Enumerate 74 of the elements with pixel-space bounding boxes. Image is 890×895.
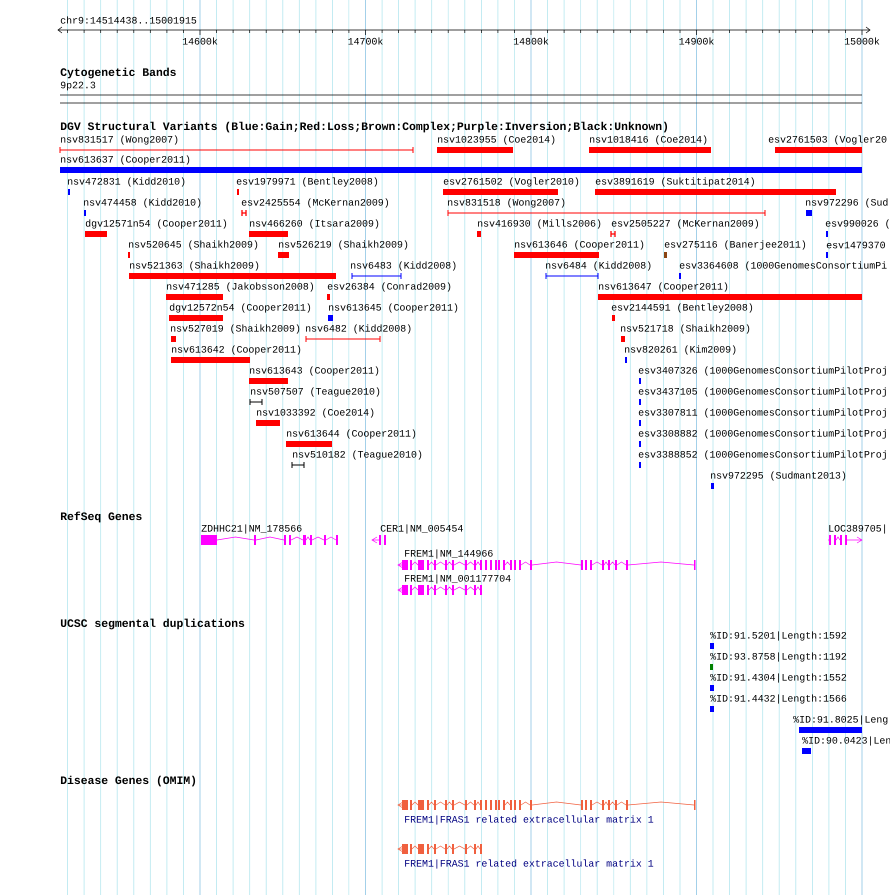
feature-label: nsv613646 (Cooper2011) bbox=[515, 240, 644, 250]
feature-label: esv3407326 (1000GenomesConsortiumPilotProj bbox=[638, 366, 886, 376]
feature-label: esv2761503 (Vogler20 bbox=[768, 135, 886, 145]
feature-label: nsv521718 (Shaikh2009) bbox=[621, 324, 750, 334]
feature-label: esv3307811 (1000GenomesConsortiumPilotProj bbox=[638, 408, 886, 418]
track-title: Disease Genes (OMIM) bbox=[60, 776, 196, 786]
feature-label: esv2425554 (McKernan2009) bbox=[242, 198, 388, 208]
track-title: Cytogenetic Bands bbox=[60, 68, 176, 78]
feature-label: nsv527019 (Shaikh2009) bbox=[171, 324, 300, 334]
feature-label: nsv526219 (Shaikh2009) bbox=[279, 240, 408, 250]
feature-label: esv2505227 (McKernan2009) bbox=[612, 219, 758, 229]
feature-label: nsv472831 (Kidd2010) bbox=[68, 177, 184, 187]
feature-label: %ID:91.4432|Length:1566 bbox=[710, 694, 846, 704]
feature-label: nsv521363 (Shaikh2009) bbox=[130, 261, 258, 271]
feature-label: nsv1033392 (Coe2014) bbox=[257, 408, 374, 418]
feature-label: %ID:93.8758|Length:1192 bbox=[710, 652, 846, 662]
position-label: 9p22.3 bbox=[60, 82, 96, 90]
track-title: UCSC segmental duplications bbox=[60, 618, 244, 630]
disease-gene-label: FREM1|FRAS1 related extracellular matrix 1 bbox=[405, 815, 654, 825]
feature-label: nsv507507 (Teague2010) bbox=[251, 387, 380, 397]
feature-label: nsv613647 (Cooper2011) bbox=[599, 282, 728, 292]
feature-label: nsv474458 (Kidd2010) bbox=[84, 198, 200, 208]
feature-label: nsv466260 (Itsara2009) bbox=[250, 219, 378, 229]
feature-label: nsv613642 (Cooper2011) bbox=[172, 345, 300, 355]
feature-label: dgv12571n54 (Cooper2011) bbox=[86, 219, 226, 229]
track-title: DGV Structural Variants (Blue:Gain;Red:Loss;Brown:Complex;Purple:Inversion;Black:Unknown) bbox=[60, 122, 668, 132]
gene-label: FREM1|NM_144966 bbox=[405, 549, 493, 559]
feature-label: nsv416930 (Mills2006) bbox=[478, 219, 600, 229]
feature-label: nsv520645 (Shaikh2009) bbox=[129, 240, 258, 250]
feature-label: esv3891619 (Suktitipat2014) bbox=[596, 177, 754, 187]
tick-label: 14900k bbox=[679, 37, 714, 45]
disease-gene-label: FREM1|FRAS1 related extracellular matrix 1 bbox=[405, 859, 654, 869]
feature-label: esv2761502 (Vogler2010) bbox=[444, 177, 578, 187]
tick-label: 14700k bbox=[348, 37, 383, 45]
feature-label: esv3364608 (1000GenomesConsortiumPi bbox=[680, 261, 887, 271]
feature-label: nsv6483 (Kidd2008) bbox=[351, 261, 456, 271]
feature-label: esv1979971 (Bentley2008) bbox=[236, 177, 378, 187]
feature-label: nsv510182 (Teague2010) bbox=[293, 450, 422, 460]
gene-label: LOC389705| bbox=[829, 524, 886, 534]
tick-label: 14600k bbox=[182, 37, 218, 45]
feature-label: nsv471285 (Jakobsson2008) bbox=[167, 282, 314, 292]
feature-label: nsv613644 (Cooper2011) bbox=[287, 429, 416, 439]
position-label: chr9:14514438..15001915 bbox=[60, 16, 196, 24]
feature-label: nsv820261 (Kim2009) bbox=[625, 345, 736, 355]
feature-label: nsv972295 (Sudmant2013) bbox=[711, 471, 846, 481]
feature-label: %ID:91.5201|Length:1592 bbox=[710, 631, 846, 641]
feature-label: nsv6484 (Kidd2008) bbox=[546, 261, 650, 271]
feature-label: nsv831518 (Wong2007) bbox=[448, 198, 564, 208]
feature-label: nsv1023955 (Coe2014) bbox=[438, 135, 554, 145]
feature-label: nsv613643 (Cooper2011) bbox=[250, 366, 378, 376]
feature-label: esv3437105 (1000GenomesConsortiumPilotProj bbox=[638, 387, 886, 397]
gene-label: FREM1|NM_001177704 bbox=[405, 574, 511, 584]
feature-label: nsv613637 (Cooper2011) bbox=[61, 155, 190, 165]
feature-label: esv26384 (Conrad2009) bbox=[328, 282, 450, 292]
feature-label: esv1479370 bbox=[826, 242, 885, 248]
feature-label: %ID:91.4304|Length:1552 bbox=[710, 673, 846, 683]
feature-label: nsv613645 (Cooper2011) bbox=[329, 303, 458, 313]
tick-label: 15000k bbox=[844, 37, 880, 45]
gene-label: CER1|NM_005454 bbox=[380, 524, 463, 534]
feature-label: dgv12572n54 (Cooper2011) bbox=[170, 303, 310, 313]
feature-label: nsv6482 (Kidd2008) bbox=[306, 324, 410, 334]
feature-label: nsv972296 (Sud bbox=[806, 198, 888, 208]
feature-label: nsv831517 (Wong2007) bbox=[61, 135, 178, 145]
feature-label: esv990026 ( bbox=[826, 219, 889, 229]
feature-label: esv275116 (Banerjee2011) bbox=[664, 240, 806, 250]
feature-label: esv2144591 (Bentley2008) bbox=[612, 303, 752, 313]
feature-label: esv3388852 (1000GenomesConsortiumPilotProj bbox=[638, 450, 886, 460]
feature-label: esv3308882 (1000GenomesConsortiumPilotProj bbox=[638, 429, 886, 439]
feature-label: %ID:90.0423|Len bbox=[802, 736, 890, 746]
track-title: RefSeq Genes bbox=[60, 512, 142, 522]
tick-label: 14800k bbox=[514, 37, 548, 45]
feature-label: %ID:91.8025|Leng bbox=[793, 715, 888, 725]
gene-label: ZDHHC21|NM_178566 bbox=[202, 524, 302, 534]
feature-label: nsv1018416 (Coe2014) bbox=[590, 135, 706, 145]
